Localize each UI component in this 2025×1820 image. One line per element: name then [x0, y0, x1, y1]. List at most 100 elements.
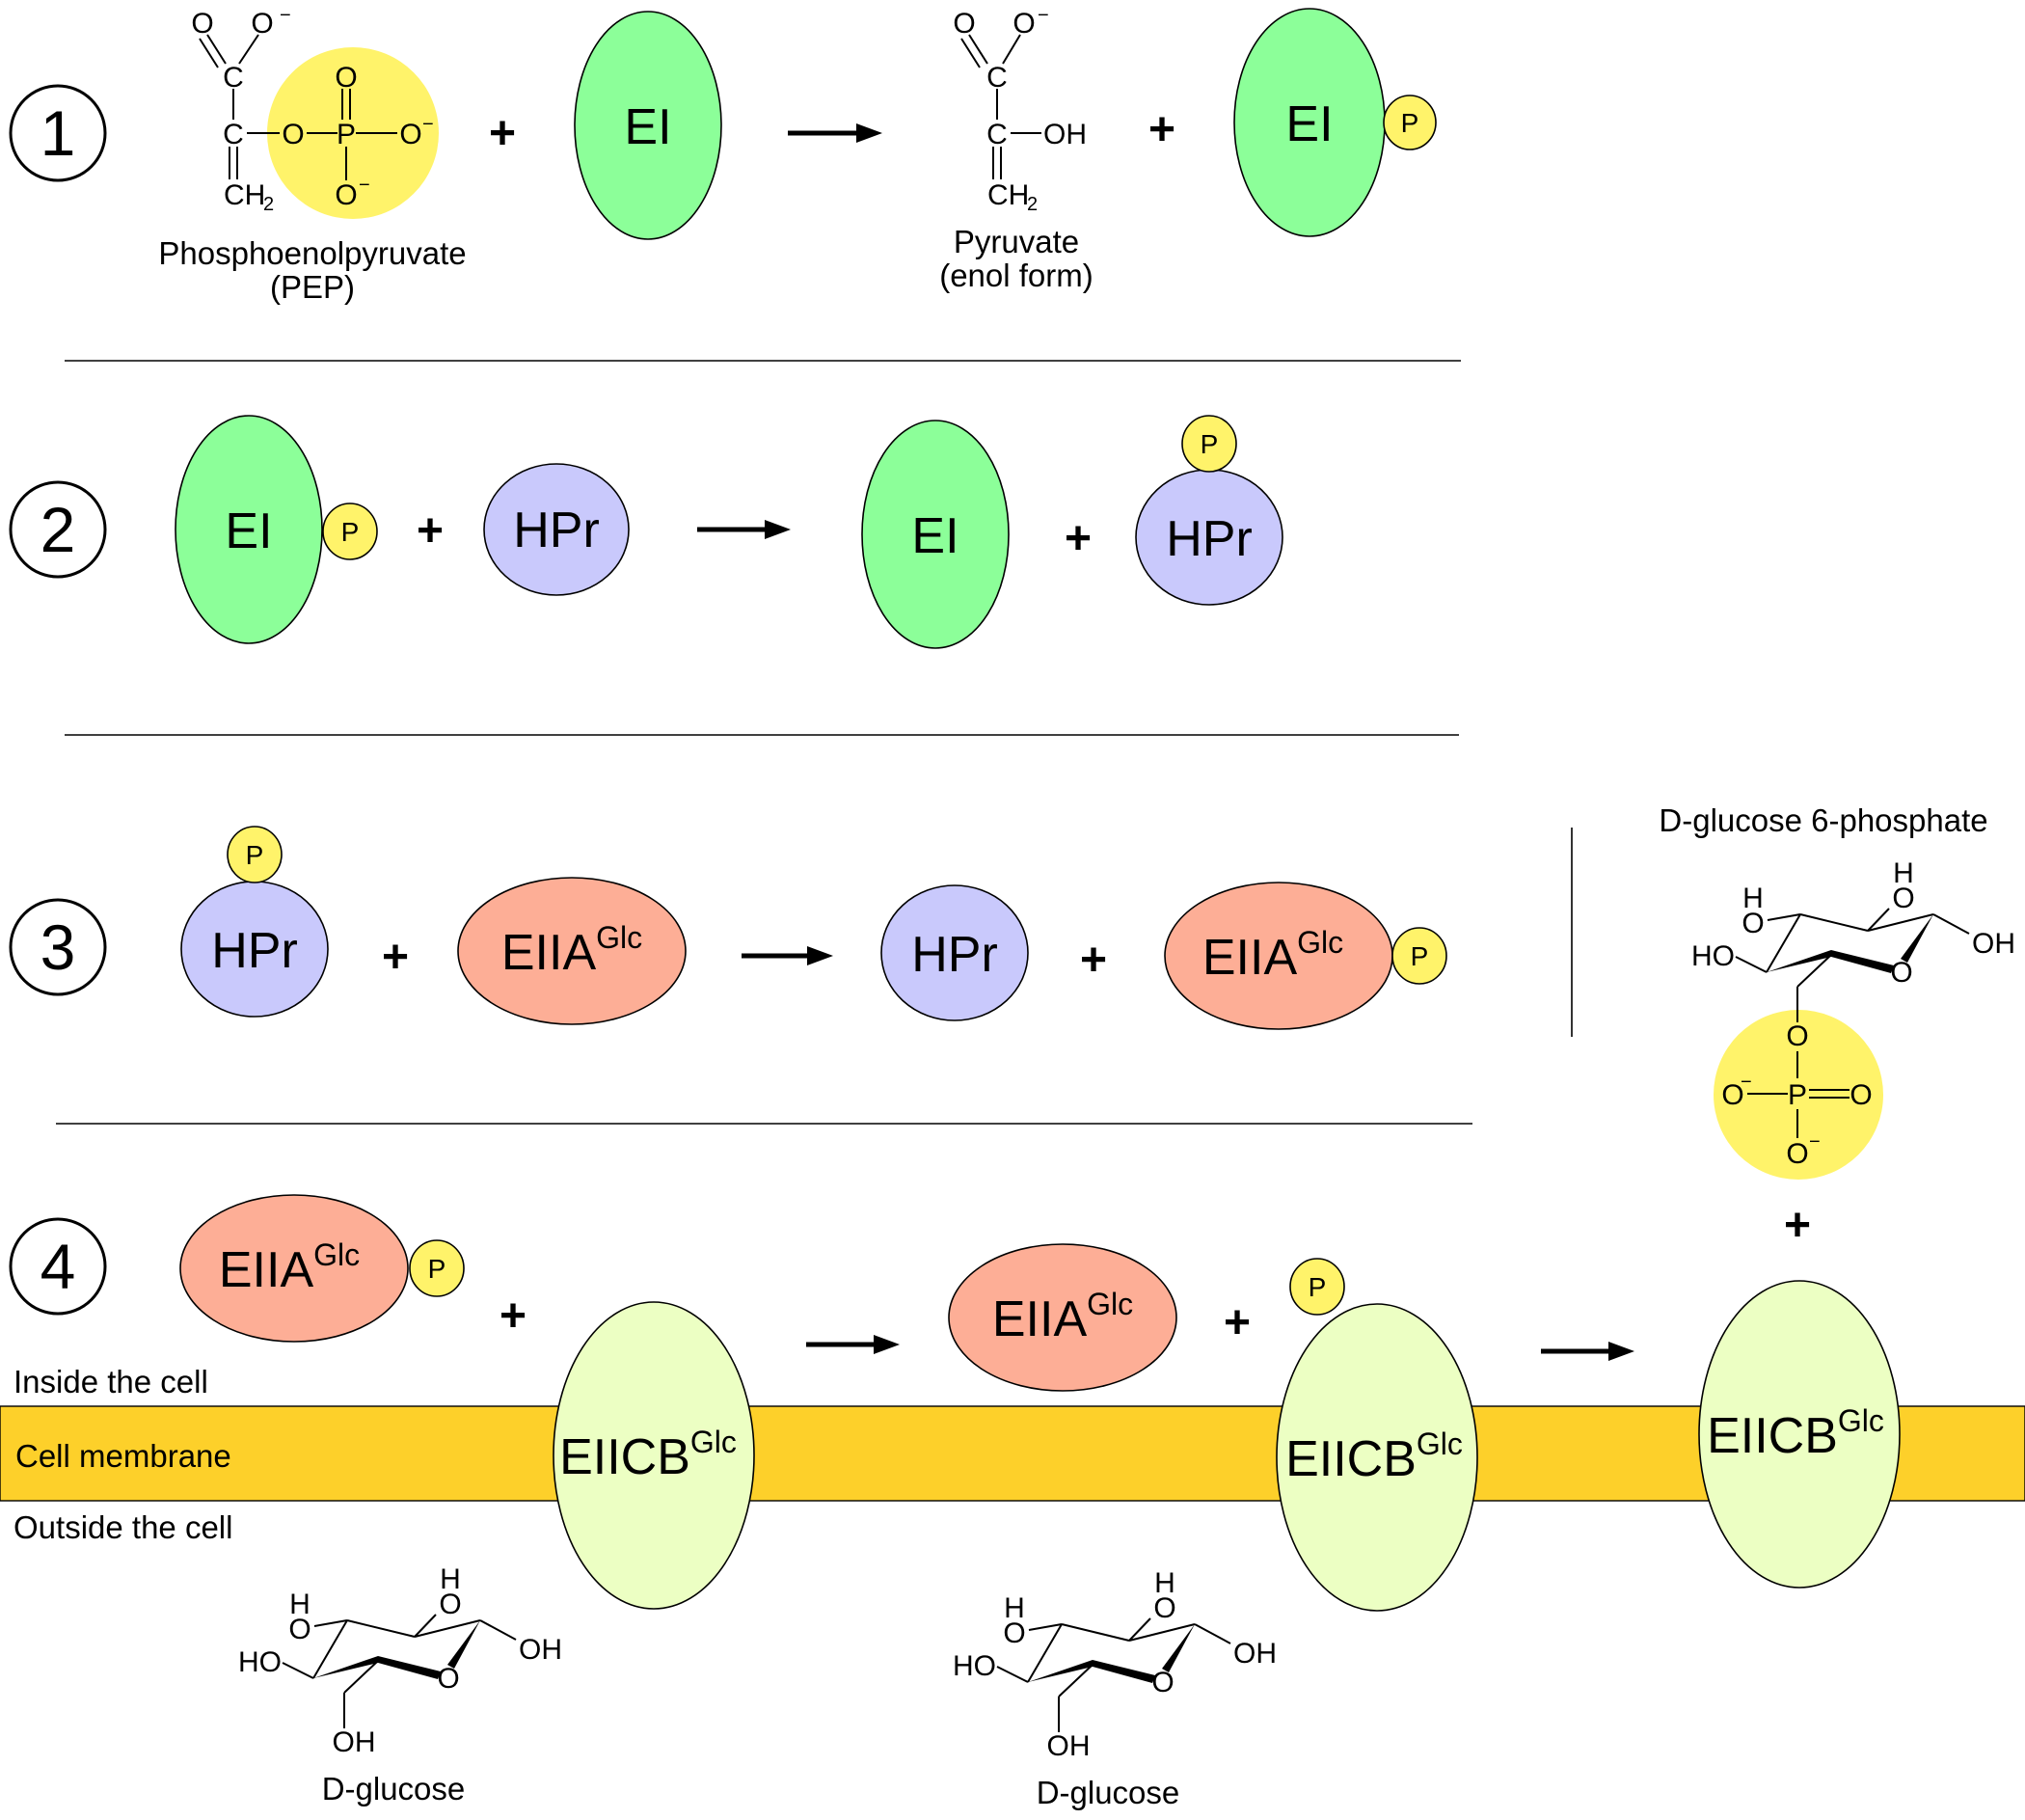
- atom-c: C: [223, 119, 244, 150]
- phosphate-label: P: [1309, 1272, 1327, 1302]
- g6p-molecule: O H O H HO OH O: [1691, 857, 2015, 1022]
- d-glucose-molecule: O H O H HO OH O OH: [238, 1563, 562, 1758]
- enzyme-label: HPr: [1166, 511, 1253, 567]
- phosphate-group: [1289, 1258, 1345, 1316]
- step-1: 1 O O − C C O P O O − O −: [9, 5, 1437, 305]
- g6p-label: D-glucose 6-phosphate: [1659, 802, 1987, 838]
- reaction-arrow: [1541, 1342, 1634, 1361]
- charge: −: [359, 175, 370, 196]
- enzyme-ei: EI: [574, 11, 722, 240]
- enzyme-label: EIICBGlc: [1707, 1403, 1884, 1464]
- atom-oh: OH: [333, 1726, 376, 1758]
- enzyme-label: EI: [1285, 96, 1333, 152]
- atom-c: C: [223, 62, 244, 94]
- phosphate-label: P: [341, 517, 360, 547]
- atom-ho: HO: [1691, 940, 1735, 972]
- phosphate-group: [1383, 95, 1437, 150]
- enzyme-ei-phosphorylated: EI P: [175, 415, 378, 644]
- reaction-arrow: [806, 1335, 900, 1354]
- atom-o-ring: O: [1890, 957, 1912, 989]
- atom-o: O: [335, 62, 357, 94]
- plus-sign: +: [1784, 1200, 1811, 1251]
- cell-membrane: [0, 1405, 2025, 1502]
- enzyme-eiicb: EIICBGlc: [1698, 1280, 1901, 1589]
- pyruvate-form: (enol form): [939, 258, 1094, 293]
- charge: −: [1038, 5, 1049, 26]
- atom-o-minus: O: [399, 119, 421, 150]
- reaction-arrow: [697, 520, 791, 539]
- enzyme-hpr-phosphorylated: HPr P: [180, 826, 329, 1018]
- reaction-arrow: [788, 123, 882, 143]
- atom-o: O: [282, 119, 304, 150]
- enzyme-eiicb: EIICBGlc: [553, 1301, 755, 1610]
- outside-cell-label: Outside the cell: [14, 1509, 232, 1545]
- enzyme-label: EIICBGlc: [1285, 1426, 1463, 1487]
- enzyme-label: EIIAGlc: [219, 1237, 360, 1298]
- atom-o: O: [191, 8, 213, 40]
- phosphate-group: [227, 826, 283, 883]
- enzyme-eiia-phosphorylated: EIIAGlc P: [179, 1194, 465, 1343]
- phosphate-group: [322, 503, 378, 560]
- step-number-circle: [9, 1217, 107, 1316]
- enzyme-label: EIIAGlc: [992, 1287, 1133, 1347]
- atom-h: H: [1893, 857, 1914, 889]
- step-number: 1: [40, 97, 76, 169]
- enzyme-label: EI: [624, 99, 671, 155]
- plus-sign: +: [1080, 935, 1107, 986]
- atom-o-minus: O: [1786, 1138, 1808, 1170]
- pyruvate-name: Pyruvate: [954, 224, 1079, 259]
- phosphate-label: P: [428, 1254, 446, 1284]
- atom-ho: HO: [238, 1646, 282, 1678]
- atom-o-minus: O: [335, 179, 357, 211]
- inside-cell-label: Inside the cell: [14, 1364, 208, 1399]
- pep-abbrev: (PEP): [270, 269, 355, 305]
- atom-o: O: [1742, 908, 1764, 939]
- reaction-arrow: [742, 946, 833, 965]
- plus-sign: +: [417, 505, 444, 557]
- charge: −: [422, 114, 434, 135]
- atom-o-minus: O: [251, 8, 273, 40]
- phosphate-group: [1391, 927, 1447, 985]
- atom-h: H: [1154, 1567, 1175, 1599]
- d-glucose-label: D-glucose: [322, 1771, 466, 1806]
- step-number: 2: [40, 494, 76, 565]
- atom-c: C: [986, 62, 1008, 94]
- atom-o: O: [1786, 1020, 1808, 1052]
- enzyme-label: EI: [225, 503, 272, 559]
- enzyme-label: HPr: [211, 923, 298, 979]
- atom-o-minus: O: [1012, 8, 1035, 40]
- plus-sign: +: [1224, 1297, 1251, 1348]
- enzyme-eiicb-phosphorylated: EIICBGlc P: [1276, 1258, 1478, 1612]
- enzyme-label: HPr: [911, 927, 998, 983]
- step-number-circle: [9, 480, 107, 579]
- enzyme-eiia-phosphorylated: EIIAGlc P: [1164, 882, 1447, 1030]
- atom-o: O: [288, 1614, 310, 1645]
- atom-h: H: [1004, 1592, 1025, 1624]
- enzyme-eiia: EIIAGlc: [948, 1243, 1177, 1392]
- step-number: 4: [40, 1231, 76, 1302]
- atom-oh: OH: [1233, 1638, 1277, 1670]
- d-glucose-label: D-glucose: [1037, 1775, 1180, 1810]
- atom-c: C: [986, 119, 1008, 150]
- phosphate-label: P: [1401, 108, 1419, 138]
- step-number: 3: [40, 911, 76, 983]
- step-2: 2 EI P + HPr EI + HPr P: [9, 415, 1283, 649]
- enzyme-label: EIICBGlc: [559, 1425, 737, 1485]
- atom-ch: CH: [224, 179, 265, 211]
- atom-o: O: [439, 1589, 461, 1620]
- pyruvate-molecule: O O − C C OH CH 2: [953, 5, 1087, 215]
- atom-oh: OH: [519, 1634, 562, 1666]
- charge: −: [280, 5, 291, 26]
- plus-sign: +: [500, 1290, 526, 1342]
- step-4: Inside the cell Cell membrane Outside th…: [0, 802, 2025, 1810]
- atom-oh: OH: [1972, 928, 2015, 960]
- atom-o-ring: O: [1151, 1667, 1174, 1698]
- atom-o-ring: O: [437, 1663, 459, 1695]
- enzyme-label: EI: [911, 508, 958, 564]
- atom-o: O: [1850, 1079, 1872, 1111]
- phosphate-label: P: [1201, 429, 1219, 459]
- phosphate-highlight: [267, 47, 439, 219]
- atom-o: O: [1003, 1617, 1025, 1649]
- charge: −: [1741, 1072, 1752, 1093]
